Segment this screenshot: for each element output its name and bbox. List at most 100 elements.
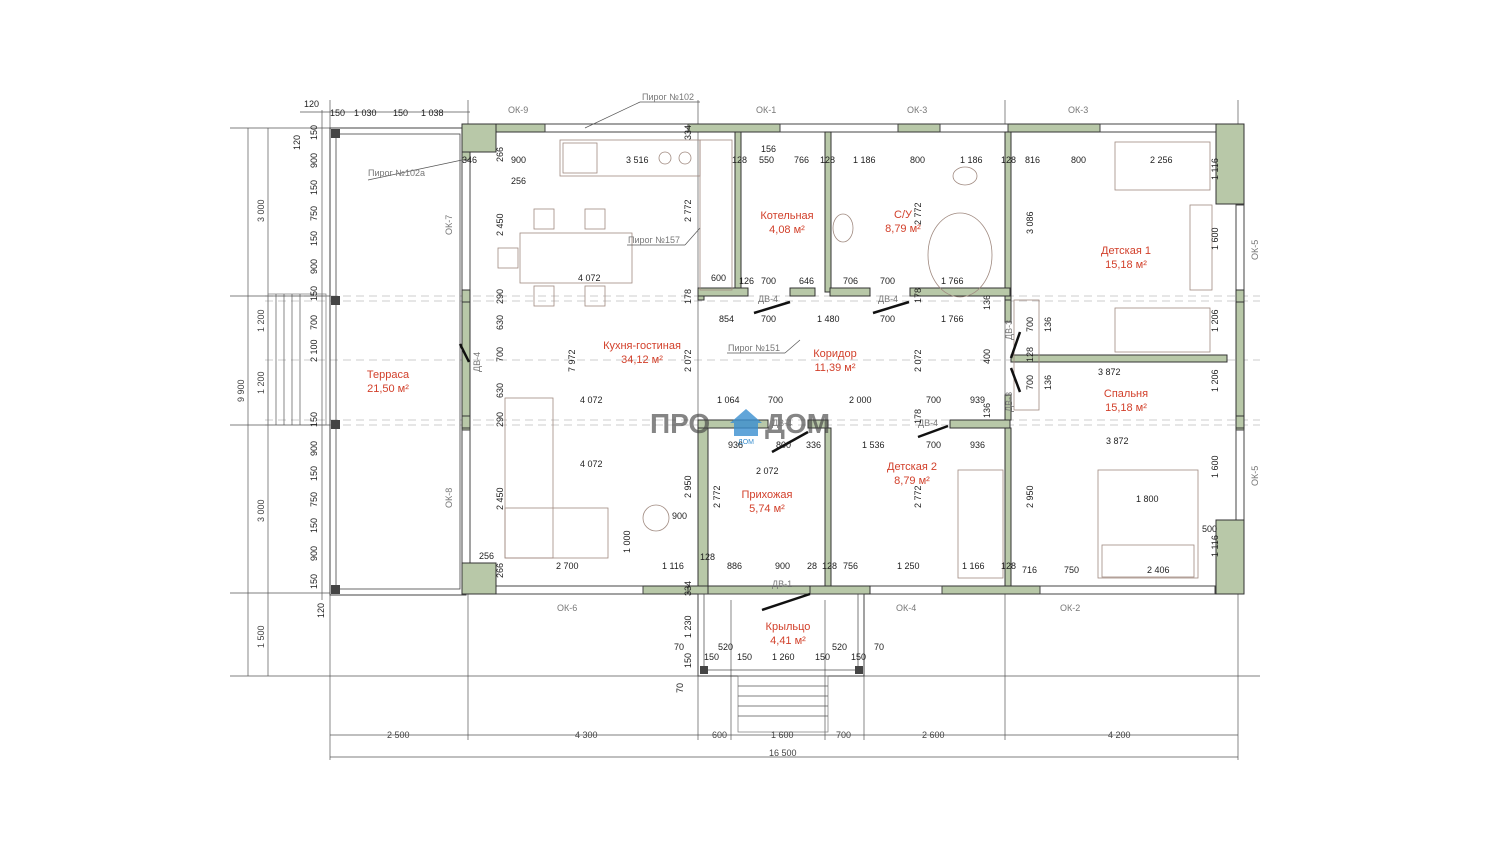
mark-dv3b: ДВ-3 bbox=[1004, 392, 1014, 412]
dim-bottom-2: 600 bbox=[712, 730, 727, 740]
dim-900a: 900 bbox=[511, 155, 526, 165]
furniture bbox=[497, 139, 1213, 579]
inner-dimensions: 346 256 900 3 516 266 334 128 156 550 76… bbox=[462, 125, 1220, 596]
dim-lo-3: 1 200 bbox=[256, 371, 266, 394]
mark-dv4b: ДВ-4 bbox=[878, 294, 898, 304]
dim-2072a: 2 072 bbox=[683, 349, 693, 372]
dim-936a: 936 bbox=[728, 440, 743, 450]
dim-1600b: 1 600 bbox=[1210, 455, 1220, 478]
dim-128e: 128 bbox=[700, 552, 715, 562]
dim-939: 939 bbox=[970, 395, 985, 405]
dim-706: 706 bbox=[843, 276, 858, 286]
mark-dv3a: ДВ-3 bbox=[1004, 320, 1014, 340]
dim-left-5: 150 bbox=[309, 231, 319, 246]
dim-700a: 700 bbox=[761, 276, 776, 286]
dim-1186a: 1 186 bbox=[853, 155, 876, 165]
dim-178c: 178 bbox=[913, 409, 923, 424]
dim-top-2: 1 030 bbox=[354, 108, 377, 118]
room-boiler-area: 4,08 м² bbox=[769, 224, 805, 236]
dim-2772c: 2 772 bbox=[712, 485, 722, 508]
mark-dv1: ДВ-1 bbox=[772, 579, 792, 589]
dim-1116a: 1 116 bbox=[1210, 158, 1220, 180]
dim-bottom-6: 4 200 bbox=[1108, 730, 1131, 740]
dim-1064: 1 064 bbox=[717, 395, 740, 405]
dim-700h: 700 bbox=[926, 395, 941, 405]
mark-dv4e: ДВ-4 bbox=[472, 352, 482, 372]
dim-886: 886 bbox=[727, 561, 742, 571]
dim-left-3: 150 bbox=[309, 180, 319, 195]
dim-lo-0: 3 000 bbox=[256, 199, 266, 222]
room-bath-name: С/У bbox=[894, 209, 913, 221]
dim-28: 28 bbox=[807, 561, 817, 571]
mark-ok3a: ОК-3 bbox=[907, 105, 927, 115]
dim-2000: 2 000 bbox=[849, 395, 872, 405]
dim-top-1: 150 bbox=[330, 108, 345, 118]
note-p151: Пирог №151 bbox=[728, 343, 780, 353]
dim-3872a: 3 872 bbox=[1098, 367, 1121, 377]
room-bedroom-area: 15,18 м² bbox=[1105, 402, 1147, 414]
dim-550: 550 bbox=[759, 155, 774, 165]
dim-700d: 700 bbox=[880, 314, 895, 324]
logo-left: ПРО bbox=[650, 408, 710, 439]
dim-left-20: 900 bbox=[309, 546, 319, 561]
dim-136b: 136 bbox=[1043, 317, 1053, 332]
dim-left-22: 120 bbox=[292, 135, 302, 150]
dim-900c: 900 bbox=[775, 561, 790, 571]
dim-left-18: 750 bbox=[309, 492, 319, 507]
dim-400: 400 bbox=[982, 349, 992, 364]
terrace-outline bbox=[267, 127, 467, 596]
mark-ok1: ОК-1 bbox=[756, 105, 776, 115]
room-child1-area: 15,18 м² bbox=[1105, 259, 1147, 271]
dim-766: 766 bbox=[794, 155, 809, 165]
dim-porch-0: 70 bbox=[674, 642, 684, 652]
dim-left-4: 750 bbox=[309, 206, 319, 221]
dim-2406: 2 406 bbox=[1147, 565, 1170, 575]
dim-126: 126 bbox=[739, 276, 754, 286]
dim-1116c: 1 116 bbox=[662, 561, 684, 571]
dim-1536: 1 536 bbox=[862, 440, 885, 450]
dim-178a: 178 bbox=[683, 289, 693, 304]
dim-1166: 1 166 bbox=[962, 561, 985, 571]
dim-top-3: 150 bbox=[393, 108, 408, 118]
dim-128f: 128 bbox=[822, 561, 837, 571]
dim-700g: 700 bbox=[768, 395, 783, 405]
dim-128b: 128 bbox=[820, 155, 835, 165]
dim-716: 716 bbox=[1022, 565, 1037, 575]
dim-left-21: 150 bbox=[309, 574, 319, 589]
mark-ok9: ОК-9 bbox=[508, 105, 528, 115]
opening-marks: ОК-9 ОК-1 ОК-3 ОК-3 ОК-7 ОК-8 ОК-5 ОК-5 … bbox=[444, 105, 1260, 613]
dim-3516: 3 516 bbox=[626, 155, 649, 165]
dim-900b: 900 bbox=[672, 511, 687, 521]
logo-right: ДОМ bbox=[765, 408, 830, 439]
dim-bottom-3: 1 600 bbox=[771, 730, 794, 740]
mark-ok6: ОК-6 bbox=[557, 603, 577, 613]
room-terrace-area: 21,50 м² bbox=[367, 383, 409, 395]
dim-334a: 334 bbox=[683, 125, 693, 140]
dim-750: 750 bbox=[1064, 565, 1079, 575]
dim-2772d: 2 772 bbox=[913, 485, 923, 508]
dim-2450b: 2 450 bbox=[495, 487, 505, 510]
dim-266a: 266 bbox=[495, 147, 505, 162]
dim-porch-10: 150 bbox=[683, 653, 693, 668]
dim-2950b: 2 950 bbox=[1025, 485, 1035, 508]
dim-136d: 136 bbox=[982, 403, 992, 418]
dim-800a: 800 bbox=[910, 155, 925, 165]
door-swings bbox=[458, 300, 1022, 612]
dim-lo-1: 1 200 bbox=[256, 309, 266, 332]
dim-700i: 700 bbox=[926, 440, 941, 450]
dim-lo-2: 9 900 bbox=[236, 379, 246, 402]
room-terrace-name: Терраса bbox=[367, 369, 410, 381]
room-child2-name: Детская 2 bbox=[887, 461, 937, 473]
dim-700c: 700 bbox=[761, 314, 776, 324]
dim-porch-3: 150 bbox=[737, 652, 752, 662]
dim-1250: 1 250 bbox=[897, 561, 920, 571]
dim-left-9: 630 bbox=[495, 315, 505, 330]
dim-left-10: 700 bbox=[495, 347, 505, 362]
dim-left-14: 290 bbox=[495, 412, 505, 427]
dim-1766a: 1 766 bbox=[941, 276, 964, 286]
dim-1480: 1 480 bbox=[817, 314, 840, 324]
dim-2072b: 2 072 bbox=[913, 349, 923, 372]
dim-3872b: 3 872 bbox=[1106, 436, 1129, 446]
dim-1000: 1 000 bbox=[622, 530, 632, 553]
